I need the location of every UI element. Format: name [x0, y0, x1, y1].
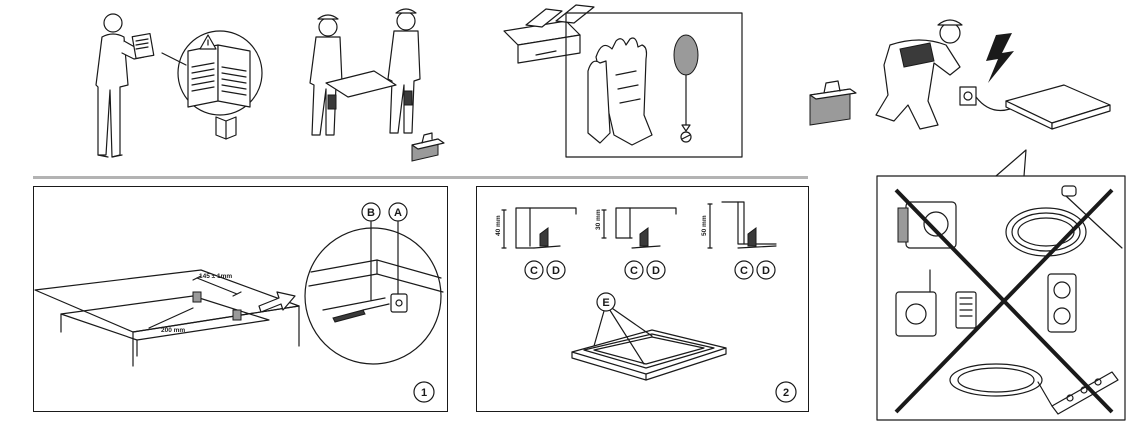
panel-1-frame: [33, 186, 448, 412]
callout-a: A: [388, 202, 408, 222]
callout-c-1: C: [524, 260, 544, 280]
fixing-clip: [232, 309, 242, 321]
worktop-50mm-detail: 50 mm: [701, 201, 777, 249]
cable: [975, 96, 1011, 112]
dim-clip-spacing: 145 ± 1mm: [199, 273, 232, 280]
toolbox-icon: [503, 4, 595, 64]
prohibited-frame: [876, 175, 1126, 421]
book-icon: [215, 116, 237, 140]
panel-2-illustration: 40 mm 30 mm 50 mm C D C D: [495, 201, 797, 403]
prohibited-adapters-panel: [876, 149, 1126, 421]
callout-c-3: C: [734, 260, 754, 280]
callout-d-3: D: [756, 260, 776, 280]
hob-seal-detail: [571, 303, 727, 381]
detail-zoom-icon: [304, 227, 444, 365]
callout-d-2: D: [646, 260, 666, 280]
hob-box-icon: [1005, 84, 1111, 130]
section-separator: [33, 176, 808, 179]
hob-panel: [325, 70, 397, 98]
step-number-1: 1: [413, 381, 435, 403]
svg-text:D: D: [762, 265, 770, 277]
svg-text:B: B: [367, 207, 375, 219]
svg-text:D: D: [552, 265, 560, 277]
dim-edge: 200 mm: [161, 327, 185, 334]
manual-zoom-icon: [161, 30, 263, 116]
worker-left-icon: [309, 14, 343, 136]
worktop-cutout: [60, 295, 270, 341]
callout-d-1: D: [546, 260, 566, 280]
panel-2-frame: [476, 186, 809, 412]
screwdriver-icon: [673, 34, 699, 143]
callout-c-2: C: [624, 260, 644, 280]
fixing-clip: [192, 291, 202, 303]
svg-text:2: 2: [783, 387, 789, 399]
svg-text:50 mm: 50 mm: [701, 215, 708, 236]
callout-e: E: [596, 292, 616, 312]
callout-b: B: [361, 202, 381, 222]
worktop-30mm-detail: 30 mm: [595, 207, 677, 249]
toolbox-small-icon: [809, 80, 857, 126]
remote-control-icon: [955, 291, 977, 329]
prohibited-cross-icon: [894, 188, 1114, 414]
electrician-icon: [875, 19, 963, 130]
panel-1-illustration: 145 ± 1mm 200 mm B A 1: [34, 202, 444, 403]
double-socket-icon: [1047, 273, 1077, 333]
tools-illustration: [503, 4, 743, 158]
lightning-icon: [986, 33, 1014, 83]
svg-text:D: D: [652, 265, 660, 277]
svg-text:C: C: [530, 265, 538, 277]
worktop-surface: [34, 269, 300, 333]
electrician-illustration: [809, 19, 1111, 130]
small-toolbox-icon: [411, 132, 445, 162]
svg-text:C: C: [740, 265, 748, 277]
manual-reading-illustration: [95, 13, 263, 158]
svg-text:30 mm: 30 mm: [595, 209, 602, 230]
worktop-40mm-detail: 40 mm: [495, 207, 577, 249]
two-person-lift-illustration: [309, 8, 445, 162]
reading-person-icon: [95, 13, 155, 158]
wall-socket-icon: [959, 86, 977, 106]
svg-text:1: 1: [421, 387, 427, 399]
timer-socket-icon: [895, 269, 937, 337]
step-number-2: 2: [775, 381, 797, 403]
svg-text:E: E: [602, 297, 609, 309]
tools-frame: [565, 12, 743, 158]
gloves-icon: [587, 37, 653, 146]
svg-text:C: C: [630, 265, 638, 277]
svg-text:A: A: [394, 207, 402, 219]
extension-strip-icon: [949, 363, 1119, 415]
arrow-icon: [258, 291, 296, 313]
worker-right-icon: [387, 8, 421, 134]
svg-text:40 mm: 40 mm: [495, 215, 502, 236]
